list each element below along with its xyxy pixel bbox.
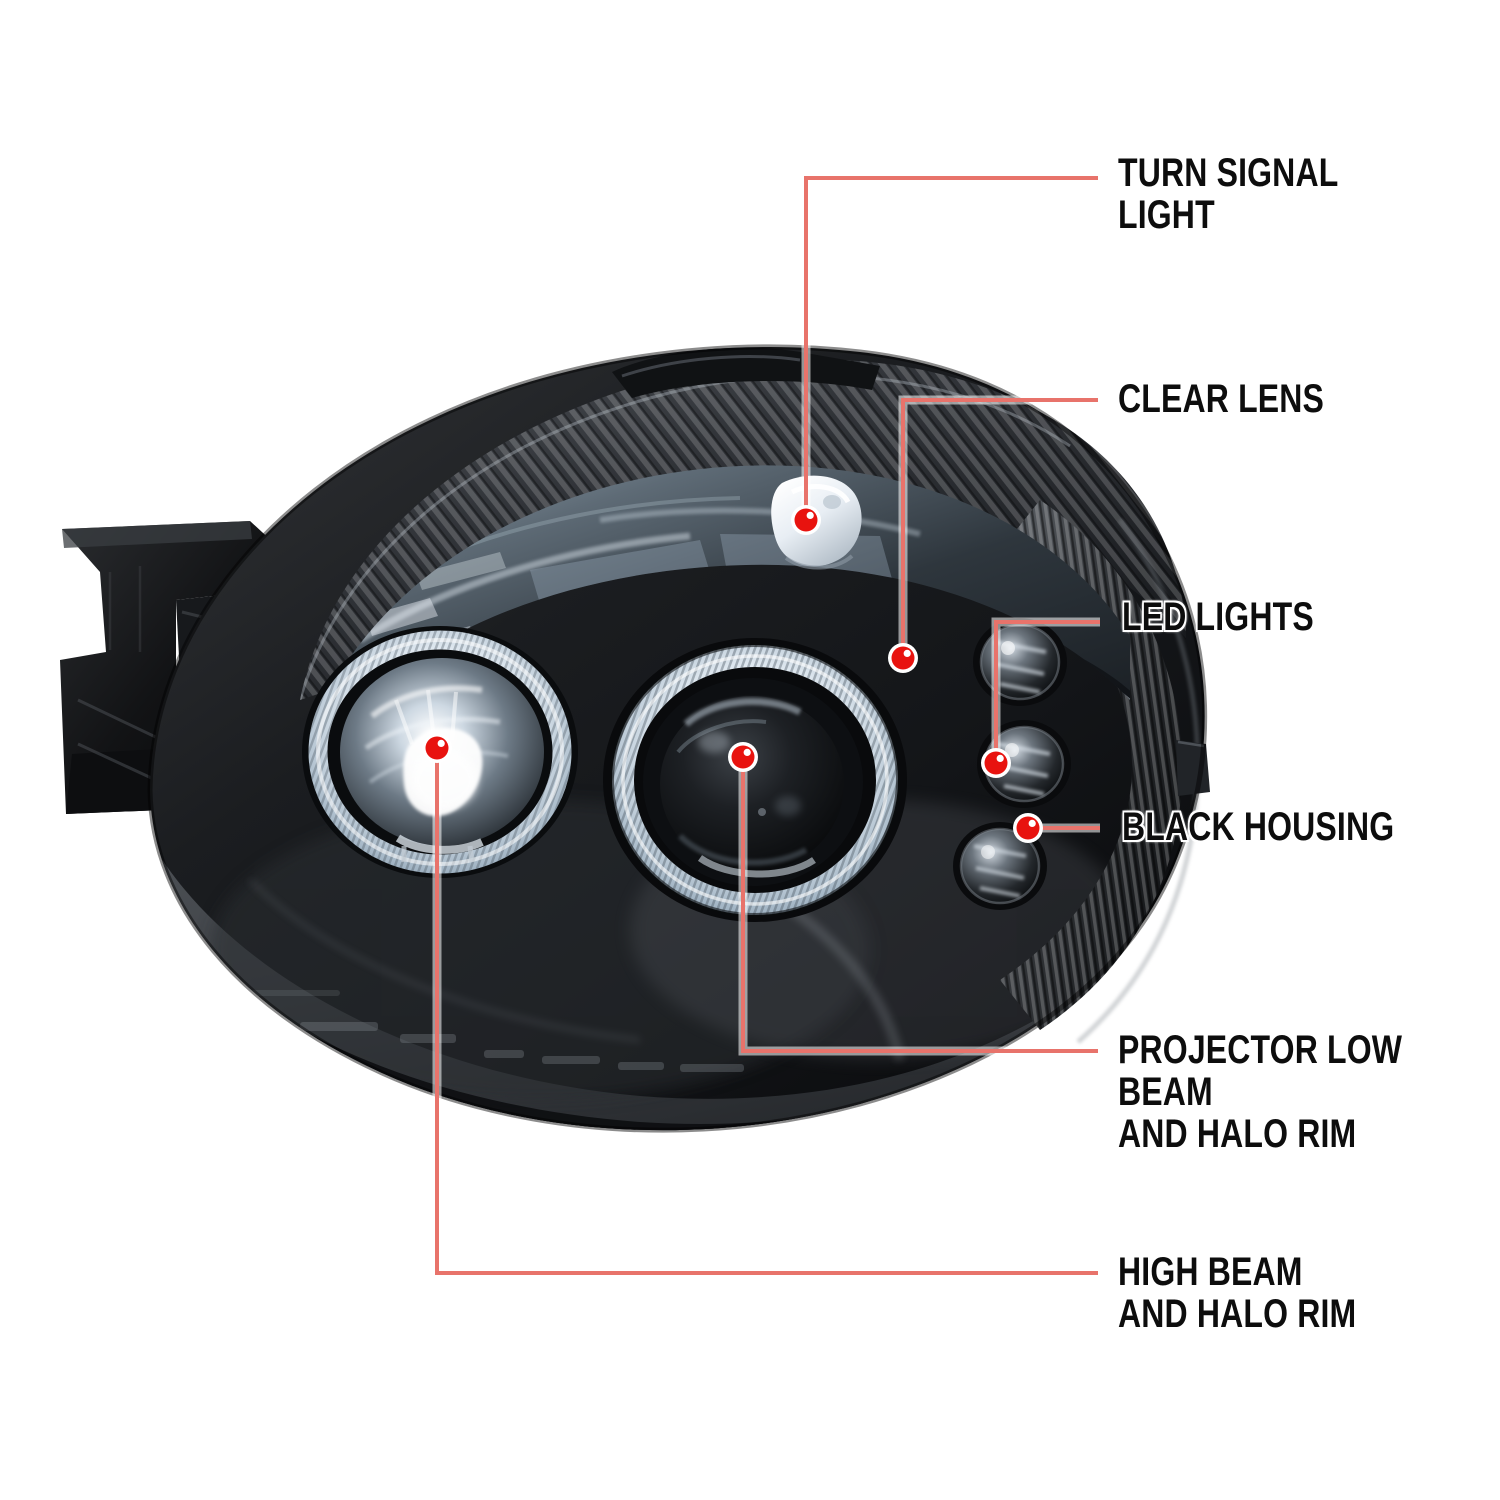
callout-label-clear-lens: CLEAR LENS (1118, 377, 1325, 421)
callout-label-led-lights: LED LIGHTS (1122, 595, 1314, 639)
callout-dot-highlight (1028, 819, 1036, 828)
callout-dot-highlight (903, 649, 911, 658)
callout-dot-black-housing[interactable] (1013, 813, 1043, 843)
callout-label-projector-low-beam-and-halo-rim: PROJECTOR LOW BEAM AND HALO RIM (1118, 1028, 1403, 1156)
callout-line-turn-signal-light (804, 176, 1098, 520)
callout-dot-highlight (996, 754, 1004, 763)
callout-dot-highlight (806, 511, 814, 519)
callout-label-black-housing: BLACK HOUSING (1122, 805, 1395, 849)
callout-label-high-beam-and-halo-rim: HIGH BEAM AND HALO RIM (1118, 1250, 1357, 1336)
callout-line-led-lights (994, 620, 1100, 763)
projector-low-beam (603, 638, 907, 922)
callout-dot-led-lights[interactable] (981, 748, 1011, 778)
callout-dot-turn-signal-light[interactable] (791, 505, 821, 535)
callout-dot-high-beam-and-halo-rim[interactable] (422, 733, 452, 763)
callout-line-high-beam-and-halo-rim (435, 748, 1098, 1275)
callout-dot-projector-low-beam-and-halo-rim[interactable] (728, 742, 758, 772)
callout-dot-highlight (743, 748, 751, 757)
callout-dot-highlight (437, 739, 445, 748)
callout-line-projector-low-beam-and-halo-rim (741, 757, 1098, 1053)
callout-label-turn-signal-light: TURN SIGNAL LIGHT (1118, 151, 1338, 237)
callout-dot-clear-lens[interactable] (888, 643, 918, 673)
led-pod (953, 822, 1047, 910)
callout-line-clear-lens (901, 398, 1098, 658)
